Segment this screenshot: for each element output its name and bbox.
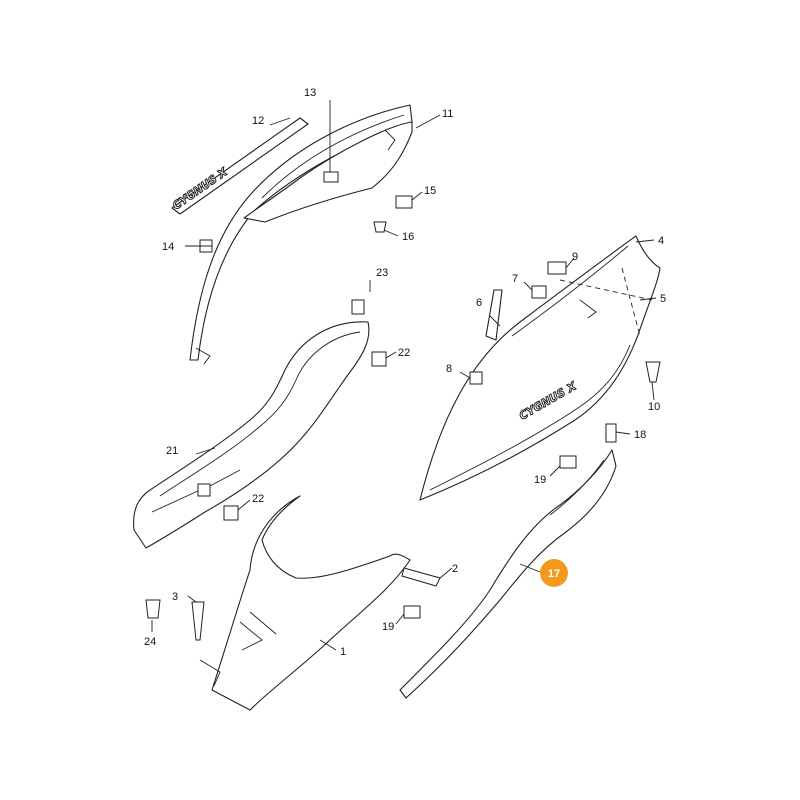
- part-4-side-cover: CYGNUS X: [419, 235, 661, 501]
- part-17-lower-trim: [399, 449, 617, 699]
- callout-17-highlight[interactable]: 17: [540, 559, 568, 587]
- callout-9[interactable]: 9: [572, 251, 578, 263]
- callout-2[interactable]: 2: [452, 563, 458, 575]
- part-22b-nut: [223, 505, 239, 521]
- part-8-clip: [469, 371, 483, 385]
- part-7-nut: [531, 285, 547, 299]
- part-16-screw: [373, 221, 387, 233]
- callout-6[interactable]: 6: [476, 297, 482, 309]
- callout-23[interactable]: 23: [376, 267, 388, 279]
- part-19b-nut: [403, 605, 421, 619]
- callouts: 1 2 3 4 5 6 7 8 9 10 11 12 13 14 15 16 1…: [144, 87, 666, 658]
- part-22a-nut: [371, 351, 387, 367]
- part-2-bolt: [401, 567, 441, 587]
- part-11-rear-upper-cover: [189, 104, 413, 365]
- callout-12[interactable]: 12: [252, 115, 264, 127]
- callout-11[interactable]: 11: [442, 108, 453, 120]
- part-9-nut: [547, 261, 567, 275]
- callout-1[interactable]: 1: [340, 646, 346, 658]
- fasteners: [145, 195, 661, 641]
- callout-18[interactable]: 18: [634, 429, 646, 441]
- callout-10[interactable]: 10: [648, 401, 660, 413]
- callout-3[interactable]: 3: [172, 591, 178, 603]
- callout-7[interactable]: 7: [512, 273, 518, 285]
- part-15-nut: [395, 195, 413, 209]
- part-18-clip: [605, 423, 617, 443]
- part-10-screw: [645, 361, 661, 383]
- part-1-front-lower-panel: [199, 495, 411, 711]
- callout-17[interactable]: 17: [548, 568, 560, 580]
- part-6-trim: [485, 289, 503, 341]
- callout-22b[interactable]: 22: [252, 493, 264, 505]
- callout-19a[interactable]: 19: [534, 474, 546, 486]
- callout-22a[interactable]: 22: [398, 347, 410, 359]
- part-21-inner-rail: [133, 299, 370, 549]
- part-19a-nut: [559, 455, 577, 469]
- callout-24[interactable]: 24: [144, 636, 156, 648]
- emblem-text: CYGNUS X: [170, 165, 230, 212]
- callout-19b[interactable]: 19: [382, 621, 394, 633]
- callout-5[interactable]: 5: [660, 293, 666, 305]
- part-24-screw: [145, 599, 161, 619]
- callout-16[interactable]: 16: [402, 231, 414, 243]
- callout-21[interactable]: 21: [166, 445, 178, 457]
- callout-8[interactable]: 8: [446, 363, 452, 375]
- callout-15[interactable]: 15: [424, 185, 436, 197]
- part-3-screw: [191, 601, 205, 641]
- callout-4[interactable]: 4: [658, 235, 664, 247]
- callout-13[interactable]: 13: [304, 87, 316, 99]
- leader-lines: [151, 100, 657, 651]
- callout-14[interactable]: 14: [162, 241, 174, 253]
